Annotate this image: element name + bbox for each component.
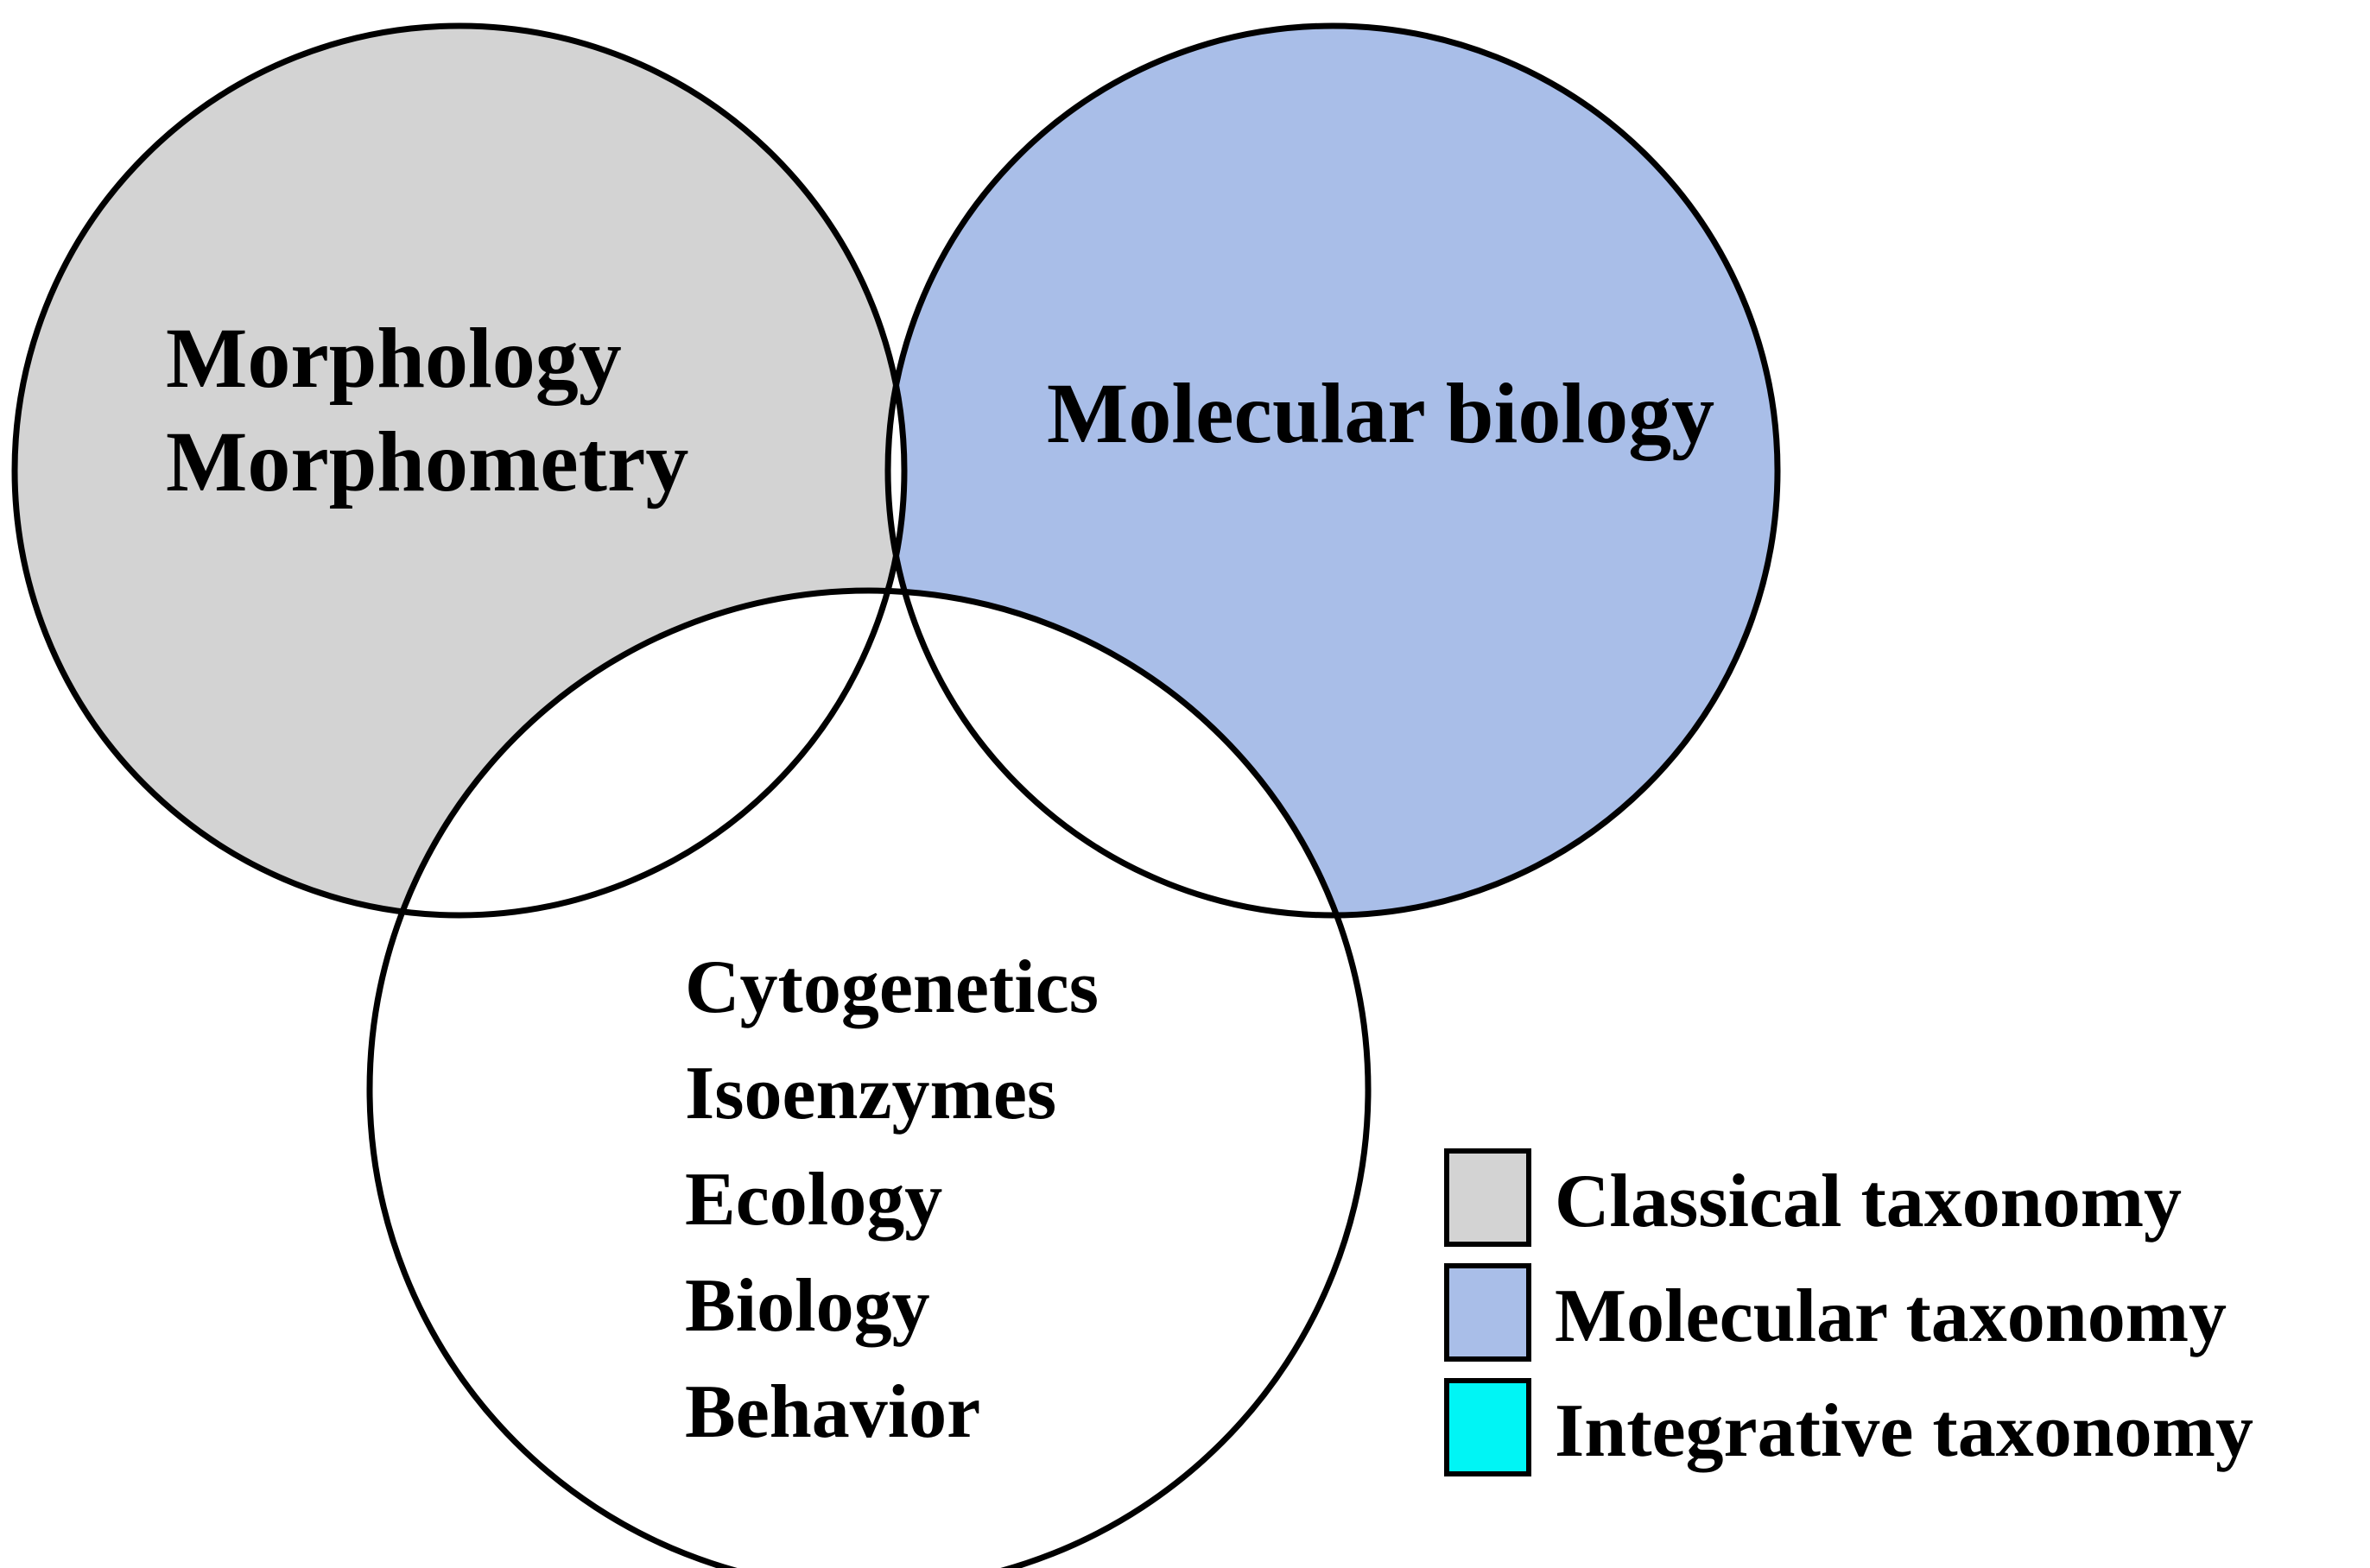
legend-label-integrative: Integrative taxonomy (1555, 1389, 2253, 1473)
morphology-label: Morphology (166, 310, 622, 406)
behavior-label: Behavior (685, 1370, 980, 1454)
legend-label-classical: Classical taxonomy (1555, 1160, 2182, 1243)
other-evidence-set-circle (370, 591, 1368, 1568)
legend: Classical taxonomy Molecular taxonomy In… (1444, 1148, 2253, 1476)
molecular-set-outline (884, 22, 1781, 919)
molecular-biology-label: Molecular biology (1047, 365, 1714, 461)
ecology-label: Ecology (685, 1158, 942, 1242)
morphology-set-outline (11, 22, 908, 919)
biology-label: Biology (685, 1264, 930, 1348)
isoenzymes-label: Isoenzymes (685, 1052, 1056, 1135)
legend-swatch-classical (1444, 1148, 1531, 1247)
legend-label-molecular: Molecular taxonomy (1555, 1274, 2227, 1358)
other-evidence-set-outline (366, 587, 1372, 1568)
morphometry-label: Morphometry (166, 414, 688, 509)
legend-swatch-molecular (1444, 1263, 1531, 1362)
cytogenetics-label: Cytogenetics (685, 945, 1099, 1029)
legend-swatch-integrative (1444, 1378, 1531, 1476)
